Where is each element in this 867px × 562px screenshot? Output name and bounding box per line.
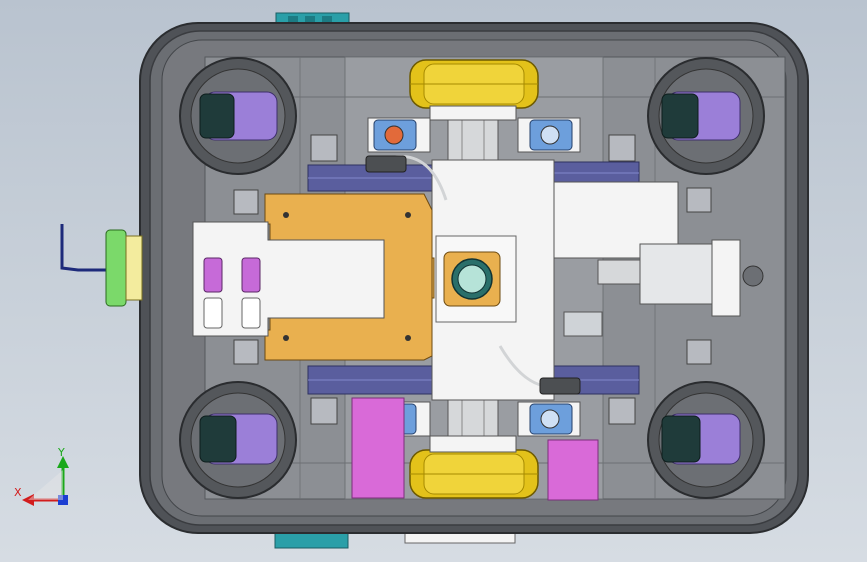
extrusion-blocks (233, 134, 712, 425)
charging-connector (60, 224, 143, 307)
frame-rails (307, 161, 640, 395)
drive-wheel-top (409, 59, 539, 109)
coordinate-triad (22, 456, 69, 506)
controller-board (192, 221, 385, 337)
bottom-magenta-panel (351, 397, 599, 501)
caster-bottom-left (179, 381, 297, 499)
x-axis-label: X (14, 486, 22, 499)
y-axis-label: Y (57, 446, 65, 459)
drive-wheel-bottom (409, 449, 539, 499)
cables (365, 155, 581, 395)
right-connector-bracket (563, 239, 764, 337)
caster-top-right (647, 57, 765, 175)
caster-top-left (179, 57, 297, 175)
caster-bottom-right (647, 381, 765, 499)
